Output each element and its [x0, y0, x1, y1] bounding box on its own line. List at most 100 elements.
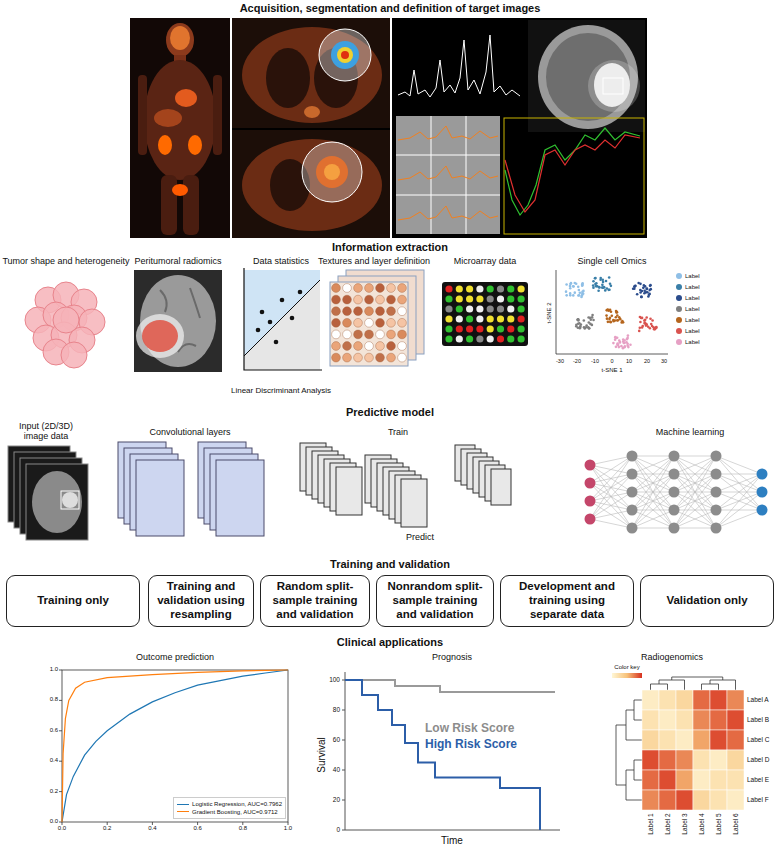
convolutional-layers-part [216, 460, 264, 536]
network-neuron [627, 487, 638, 498]
series-label: Low Risk Score [425, 722, 514, 736]
microarray-spot [507, 315, 514, 322]
network-neuron [585, 478, 596, 489]
cell-dot [637, 282, 640, 285]
input-image-stack-part [61, 491, 79, 509]
survival-plot-part [342, 680, 345, 830]
color-key-label: Color key [614, 664, 639, 671]
lda-plot-part [244, 270, 320, 370]
cell-dot [641, 326, 644, 329]
microarray-spot [487, 315, 494, 322]
cell-dot [565, 283, 568, 286]
cell-dot [569, 285, 572, 288]
network-link [632, 510, 674, 528]
panel-title: Predict [406, 532, 434, 542]
network-link [632, 456, 674, 474]
cell-dot [609, 282, 612, 285]
cell-dot [587, 316, 590, 319]
tsne-scatter-part [556, 270, 668, 354]
heatmap-label: Label 6 [732, 813, 739, 834]
network-link [716, 474, 762, 510]
heatmap-cell [727, 750, 744, 770]
roc-plot [59, 670, 288, 825]
network-link [674, 474, 716, 528]
heatmap-cell [727, 710, 744, 730]
heatmap-cell [659, 710, 676, 730]
network-link [674, 456, 716, 528]
cell-dot [592, 286, 595, 289]
mr-spectroscopy-panel-part [398, 166, 498, 180]
microarray-spot [466, 295, 473, 302]
texture-dot [387, 330, 396, 339]
texture-dot [398, 295, 407, 304]
network-link [590, 456, 632, 519]
texture-dot [332, 342, 341, 351]
cell-dot [648, 293, 651, 296]
convolutional-layers [118, 442, 264, 536]
lda-plot-part-part [274, 340, 279, 345]
heatmap-cell [727, 790, 744, 810]
tick-label: -10 [591, 358, 599, 364]
microarray-spot [497, 295, 504, 302]
tick-label: 20 [333, 796, 340, 803]
microarray-spot [518, 305, 525, 312]
cell-dot [581, 283, 584, 286]
cell-dot [607, 321, 610, 324]
network-link [674, 510, 716, 528]
network-link [632, 456, 674, 492]
network-neuron [669, 505, 680, 516]
network-link [716, 474, 762, 492]
texture-dot [398, 330, 407, 339]
microarray-spot [487, 285, 494, 292]
heatmap-label: Label 3 [681, 813, 688, 834]
network-neuron [669, 469, 680, 480]
network-neuron [585, 460, 596, 471]
network-link [674, 456, 716, 457]
network-neuron [757, 469, 768, 480]
method-box: Validation only [640, 575, 774, 627]
texture-dot [354, 353, 363, 362]
texture-dot [365, 330, 374, 339]
texture-dot [365, 318, 374, 327]
legend-item: Label [676, 284, 700, 291]
texture-dot [398, 284, 407, 293]
microarray [442, 282, 528, 346]
cell-dot [636, 293, 639, 296]
tick-label: 0.6 [50, 727, 58, 734]
heatmap-label: Label A [747, 696, 769, 703]
microarray-spot [487, 305, 494, 312]
microarray-spot [507, 285, 514, 292]
heatmap-cell [710, 690, 727, 710]
cell-dot [575, 325, 578, 328]
texture-dot [376, 353, 385, 362]
cell-dot [612, 342, 615, 345]
cell-dot [601, 279, 604, 282]
pet-coronal-image-part [130, 18, 230, 238]
heatmap-label: Label 1 [647, 813, 654, 834]
box-label: Random split-sample training and validat… [266, 580, 364, 621]
network-link [674, 456, 716, 492]
axis-title: t-SNE 1 [601, 367, 622, 374]
legend-line-sample [177, 804, 189, 805]
heatmap-cell [642, 770, 659, 790]
network-link [674, 528, 716, 529]
cell-dot [577, 318, 580, 321]
heatmap-part [612, 673, 642, 678]
panel-title: Peritumoral radiomics [134, 256, 221, 266]
network-link [632, 456, 674, 510]
cell-dot [609, 321, 612, 324]
tick-label: 60 [333, 736, 340, 743]
network-link [674, 456, 716, 510]
cell-dot [585, 324, 588, 327]
axis-title: t-SNE 2 [546, 302, 553, 323]
cell-dot [649, 327, 652, 330]
microarray-spot [445, 305, 452, 312]
cell-dot [633, 285, 636, 288]
cell-dot [645, 316, 648, 319]
microarray-spot [445, 315, 452, 322]
heatmap-cell [676, 750, 693, 770]
microarray-spot [476, 335, 483, 342]
cell-dot [588, 327, 591, 330]
pet-coronal-image-part [158, 135, 172, 155]
microarray-spot [456, 285, 463, 292]
